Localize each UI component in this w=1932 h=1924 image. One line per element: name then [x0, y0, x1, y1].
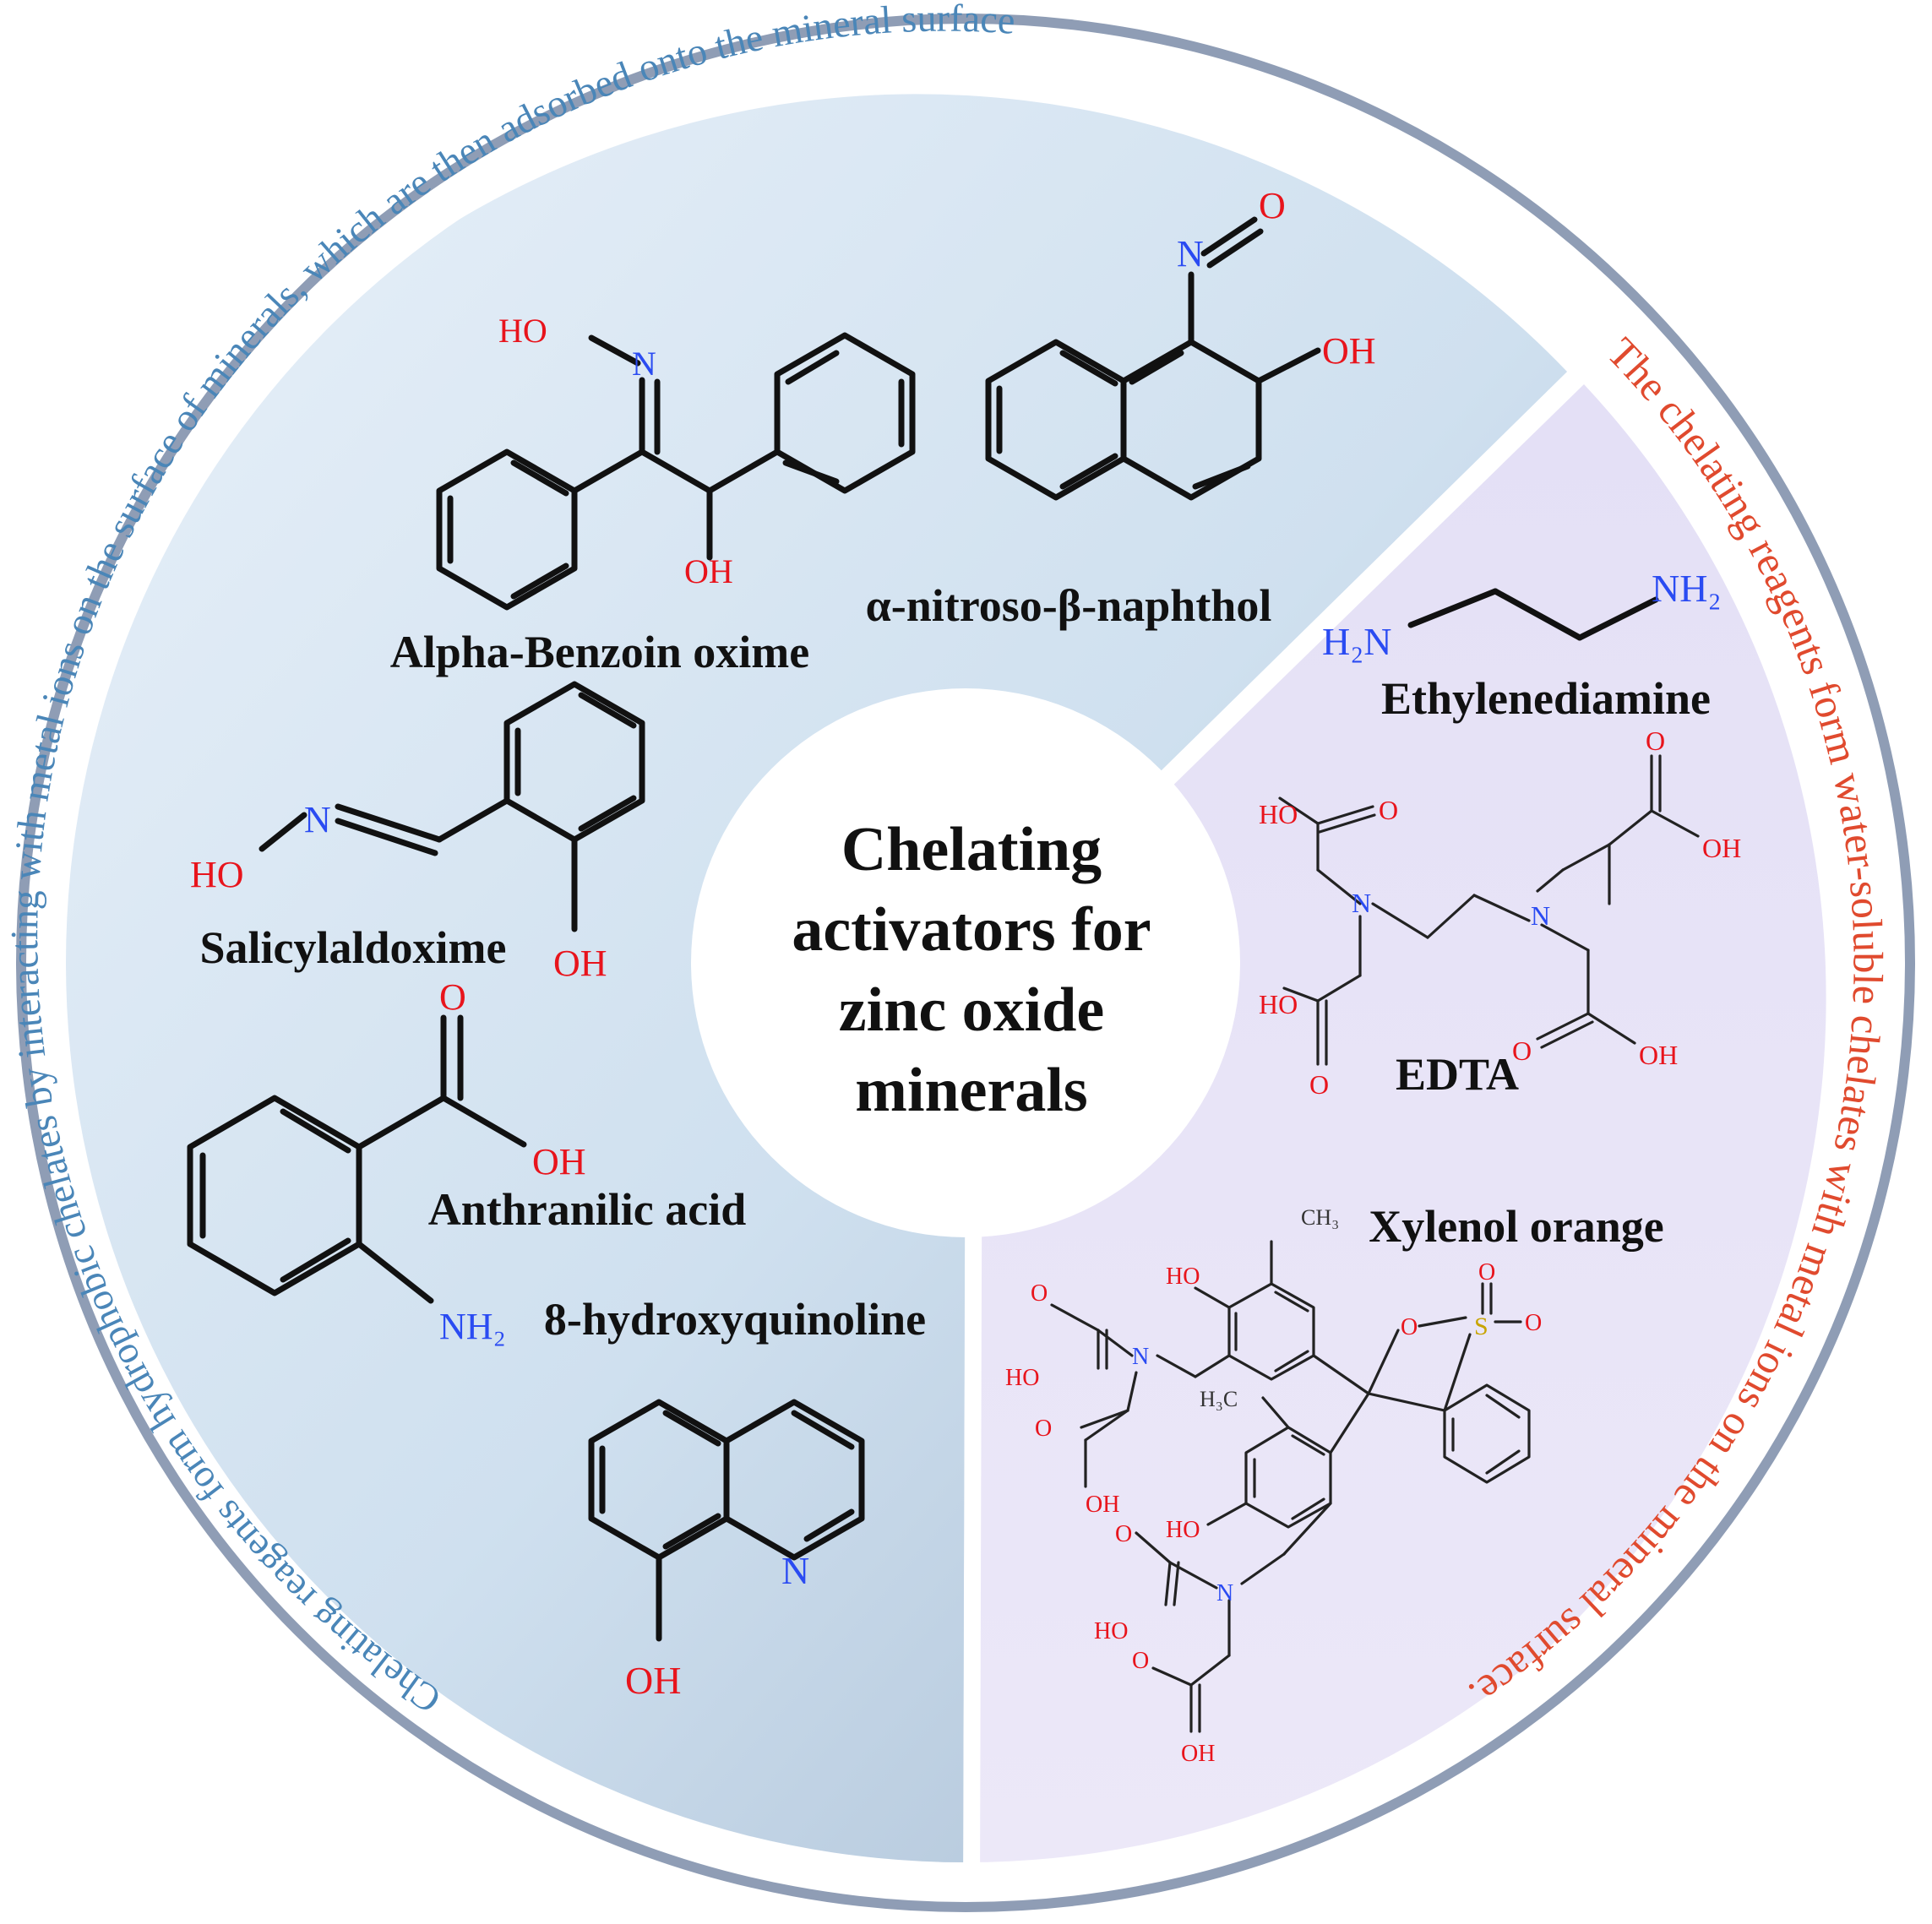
eda-h2n-label: H₂N — [1322, 620, 1391, 663]
xo-n-1: N — [1132, 1344, 1149, 1370]
edta-oh-1: OH — [1702, 833, 1741, 863]
hydroxyquinoline-name: 8-hydroxyquinoline — [544, 1294, 926, 1345]
salicylaldoxime-structure: N HO OH — [190, 681, 645, 984]
hydroxyquinoline-structure: N OH — [588, 1399, 865, 1702]
xo-ho-1: HO — [1166, 1264, 1200, 1290]
edta-o-1: O — [1379, 795, 1398, 825]
nitroso-naphthol-name: α-nitroso-β-naphthol — [866, 580, 1272, 631]
right-sector — [980, 384, 1826, 1862]
xo-h3c-label: H₃C — [1200, 1387, 1238, 1411]
edta-ho-1: HO — [1259, 799, 1298, 829]
edta-n-1: N — [1352, 888, 1371, 918]
anthranilic-nh2-label: NH₂ — [439, 1306, 506, 1347]
edta-name: EDTA — [1396, 1049, 1519, 1100]
edta-structure: HO O N HO O N O OH O OH — [1259, 726, 1741, 1100]
edta-o-3: O — [1646, 726, 1665, 756]
salicyl-oh-label: OH — [553, 943, 607, 984]
nitroso-o-label: O — [1259, 185, 1286, 226]
edta-ho-2: HO — [1259, 989, 1298, 1019]
eda-nh2-label: NH₂ — [1652, 567, 1721, 610]
xo-oh-1: OH — [1086, 1492, 1119, 1518]
xo-s-label: S — [1474, 1313, 1488, 1340]
xo-o-4: O — [1132, 1648, 1149, 1674]
benzoin-oxime-name: Alpha-Benzoin oxime — [390, 627, 810, 677]
anthranilic-acid-name: Anthranilic acid — [428, 1184, 747, 1235]
center-title-line-1: Chelating — [841, 815, 1102, 884]
xo-ring-o: O — [1401, 1314, 1418, 1340]
xo-o-2: O — [1035, 1416, 1052, 1442]
nitroso-n-label: N — [1177, 233, 1204, 274]
edta-oh-2: OH — [1639, 1040, 1678, 1070]
anthranilic-acid-structure: O OH NH₂ — [187, 976, 586, 1347]
xo-o-1: O — [1031, 1280, 1048, 1307]
ethylenediamine-structure: H₂N NH₂ — [1322, 567, 1721, 663]
xo-n-2: N — [1216, 1580, 1233, 1606]
benzoin-oh-label: OH — [684, 552, 733, 590]
xo-oh-2: OH — [1181, 1741, 1215, 1767]
anthranilic-o-label: O — [439, 976, 466, 1018]
xo-so-2: O — [1525, 1310, 1542, 1336]
edta-n-2: N — [1531, 900, 1550, 931]
quinoline-oh-label: OH — [625, 1659, 681, 1702]
benzoin-ho-label: HO — [498, 312, 547, 350]
benzoin-n-label: N — [632, 345, 656, 383]
xo-ho-4: HO — [1094, 1618, 1128, 1644]
xo-ho-3: HO — [1166, 1517, 1200, 1543]
center-title-line-3: zinc oxide — [839, 976, 1104, 1045]
edta-o-2: O — [1309, 1069, 1329, 1100]
quinoline-n-label: N — [781, 1549, 809, 1592]
naphthol-oh-label: OH — [1322, 330, 1376, 372]
center-title-line-2: activators for — [792, 895, 1151, 965]
xylenol-orange-structure: CH₃ HO N O HO O OH O S O O H₃C HO N O HO… — [1005, 1205, 1542, 1767]
salicyl-ho-label: HO — [190, 854, 244, 895]
salicylaldoxime-name: Salicylaldoxime — [200, 922, 507, 973]
benzoin-oxime-structure: HO N OH — [436, 312, 916, 611]
xo-o-3: O — [1115, 1521, 1132, 1547]
anthranilic-oh-label: OH — [532, 1141, 586, 1182]
edta-o-4: O — [1512, 1035, 1532, 1066]
center-title: Chelating activators for zinc oxide mine… — [792, 815, 1151, 1125]
xo-so-1: O — [1478, 1259, 1495, 1285]
nitroso-naphthol-structure: N O OH — [985, 185, 1376, 501]
xo-ho-2: HO — [1005, 1365, 1039, 1391]
center-circle — [691, 688, 1240, 1237]
xylenol-orange-name: Xylenol orange — [1369, 1201, 1663, 1252]
xo-ch3-label: CH₃ — [1301, 1205, 1339, 1230]
center-title-line-4: minerals — [855, 1056, 1087, 1125]
ethylenediamine-name: Ethylenediamine — [1381, 673, 1711, 724]
salicyl-n-label: N — [304, 799, 331, 840]
